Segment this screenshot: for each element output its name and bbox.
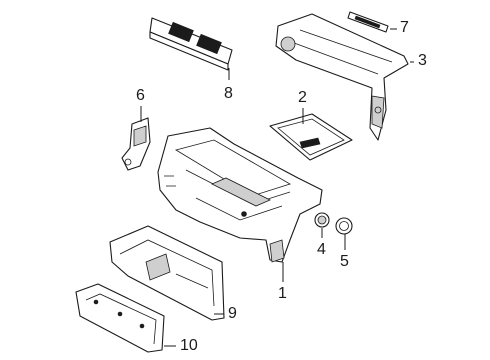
callout-4: 4 <box>317 241 326 258</box>
part-3-armrest-lid <box>275 13 409 141</box>
callout-7: 7 <box>400 19 409 36</box>
part-5-ring-trim <box>335 217 353 235</box>
part-1-console-body <box>157 127 323 263</box>
leader-lines <box>140 28 414 347</box>
part-9-lower-trim <box>109 225 225 321</box>
part-6-side-bracket <box>121 117 151 171</box>
part-7-bracket <box>347 11 389 33</box>
part-2-storage-tray <box>269 113 353 161</box>
callout-8: 8 <box>224 85 233 102</box>
part-4-knob <box>314 212 330 228</box>
callout-2: 2 <box>298 89 307 106</box>
part-10-bottom-bezel <box>75 283 165 353</box>
callout-5: 5 <box>340 253 349 270</box>
callout-1: 1 <box>278 285 287 302</box>
callout-3: 3 <box>418 52 427 69</box>
part-8-vent-grille <box>149 17 233 71</box>
callout-6: 6 <box>136 87 145 104</box>
callout-9: 9 <box>228 305 237 322</box>
callout-10: 10 <box>180 337 198 354</box>
